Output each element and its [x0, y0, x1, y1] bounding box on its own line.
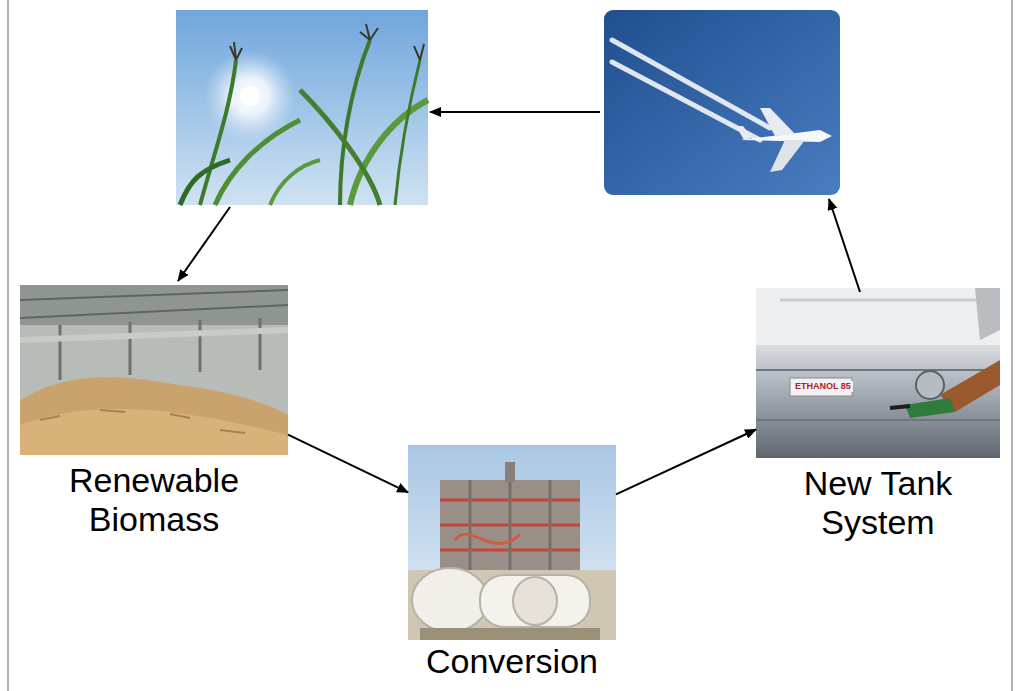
- cycle-arrow: [829, 199, 860, 292]
- cycle-arrow: [430, 111, 600, 113]
- flow-arrow: [288, 435, 408, 493]
- node-caption: Renewable Biomass: [39, 461, 269, 539]
- picture-node: New Tank System: [756, 288, 1000, 458]
- fuel-tank-photo: [756, 288, 1000, 458]
- cycle-arrow: [178, 207, 230, 281]
- page-rule: [1011, 0, 1013, 691]
- conversion-plant-photo: [408, 445, 616, 640]
- page-rule: [7, 0, 9, 691]
- tank-sign-label: ETHANOL 85: [793, 381, 853, 392]
- picture-node: Renewable Biomass: [20, 285, 288, 455]
- picture-node: Conversion: [408, 445, 616, 640]
- flow-arrow: [616, 430, 756, 495]
- airplane-photo: [604, 10, 840, 195]
- node-caption: Conversion: [352, 642, 672, 681]
- node-caption: New Tank System: [763, 464, 993, 542]
- biomass-photo: [20, 285, 288, 455]
- plant-photo: [176, 10, 428, 205]
